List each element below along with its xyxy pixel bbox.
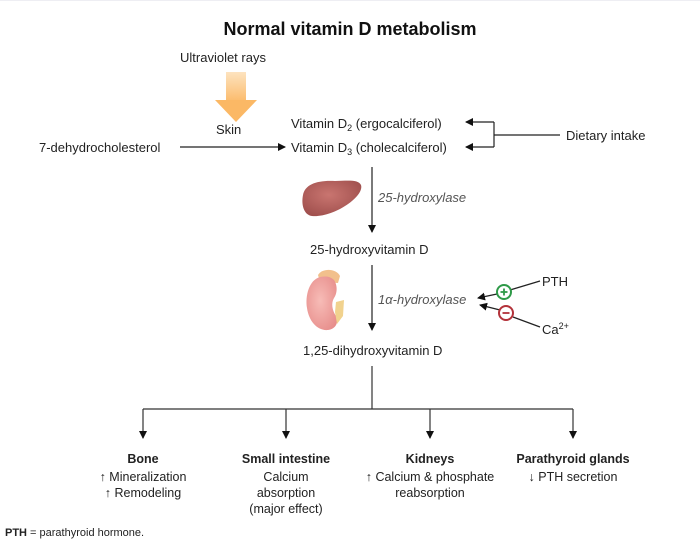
target-small-intestine: Small intestine Calcium absorption (majo… (206, 451, 366, 517)
target-effect: Calcium (263, 470, 309, 484)
vitamin-prefix: Vitamin D (291, 140, 348, 155)
top-border (0, 0, 700, 1)
target-effect: reabsorption (395, 486, 465, 500)
regulator-name: Ca (542, 322, 559, 337)
target-branches (139, 366, 577, 439)
kidney-icon (306, 269, 344, 331)
target-name: Kidneys (405, 452, 455, 466)
target-parathyroid-glands: Parathyroid glands ↓ PTH secretion (493, 451, 653, 485)
regulator-charge: 2+ (558, 321, 569, 331)
uv-label: Ultraviolet rays (180, 50, 266, 65)
calcium-regulator-label: Ca2+ (542, 321, 569, 338)
target-effect: (major effect) (249, 502, 323, 516)
enzyme-1a-hydroxylase: 1α-hydroxylase (378, 292, 467, 307)
footnote-abbreviation: PTH (5, 527, 27, 539)
enzyme-25-hydroxylase: 25-hydroxylase (378, 190, 467, 205)
target-effect: ↑ Remodeling (104, 486, 182, 500)
product-25-hydroxyvitamin-d: 25-hydroxyvitamin D (310, 242, 429, 257)
dietary-intake-label: Dietary intake (566, 128, 646, 143)
vitamin-subscript: 3 (347, 147, 353, 157)
calcium-regulation (479, 302, 541, 328)
uv-arrow-icon (215, 72, 257, 122)
target-effect: ↓ PTH secretion (528, 470, 618, 484)
stimulate-icon (496, 284, 512, 300)
precursor-label: 7-dehydrocholesterol (39, 140, 161, 155)
target-name: Parathyroid glands (516, 452, 630, 466)
footnote-text: = parathyroid hormone. (27, 527, 145, 539)
liver-icon (302, 180, 362, 217)
vitamin-d3-label: Vitamin D3 (cholecalciferol) (291, 140, 447, 157)
vitamin-name: (ergocalciferol) (355, 116, 442, 131)
target-name: Small intestine (241, 452, 331, 466)
vitamin-prefix: Vitamin D (291, 116, 348, 131)
target-kidneys: Kidneys ↑ Calcium & phosphate reabsorpti… (350, 451, 510, 501)
vitamin-subscript: 2 (347, 123, 353, 133)
target-effect: absorption (256, 486, 316, 500)
pth-regulator-label: PTH (542, 274, 568, 289)
vitamin-name: (cholecalciferol) (355, 140, 447, 155)
skin-label: Skin (216, 122, 242, 137)
product-calcitriol: 1,25-dihydroxyvitamin D (303, 343, 443, 358)
footnote: PTH = parathyroid hormone. (5, 527, 144, 539)
pth-regulation (477, 280, 541, 301)
inhibit-icon (498, 305, 514, 321)
target-effect: ↑ Mineralization (99, 470, 187, 484)
vitamin-d2-label: Vitamin D2 (ergocalciferol) (291, 116, 442, 133)
target-name: Bone (127, 452, 159, 466)
target-effect: ↑ Calcium & phosphate (365, 470, 495, 484)
diagram-title: Normal vitamin D metabolism (223, 19, 477, 39)
target-bone: Bone ↑ Mineralization ↑ Remodeling (63, 451, 223, 501)
dietary-bracket (465, 118, 560, 151)
